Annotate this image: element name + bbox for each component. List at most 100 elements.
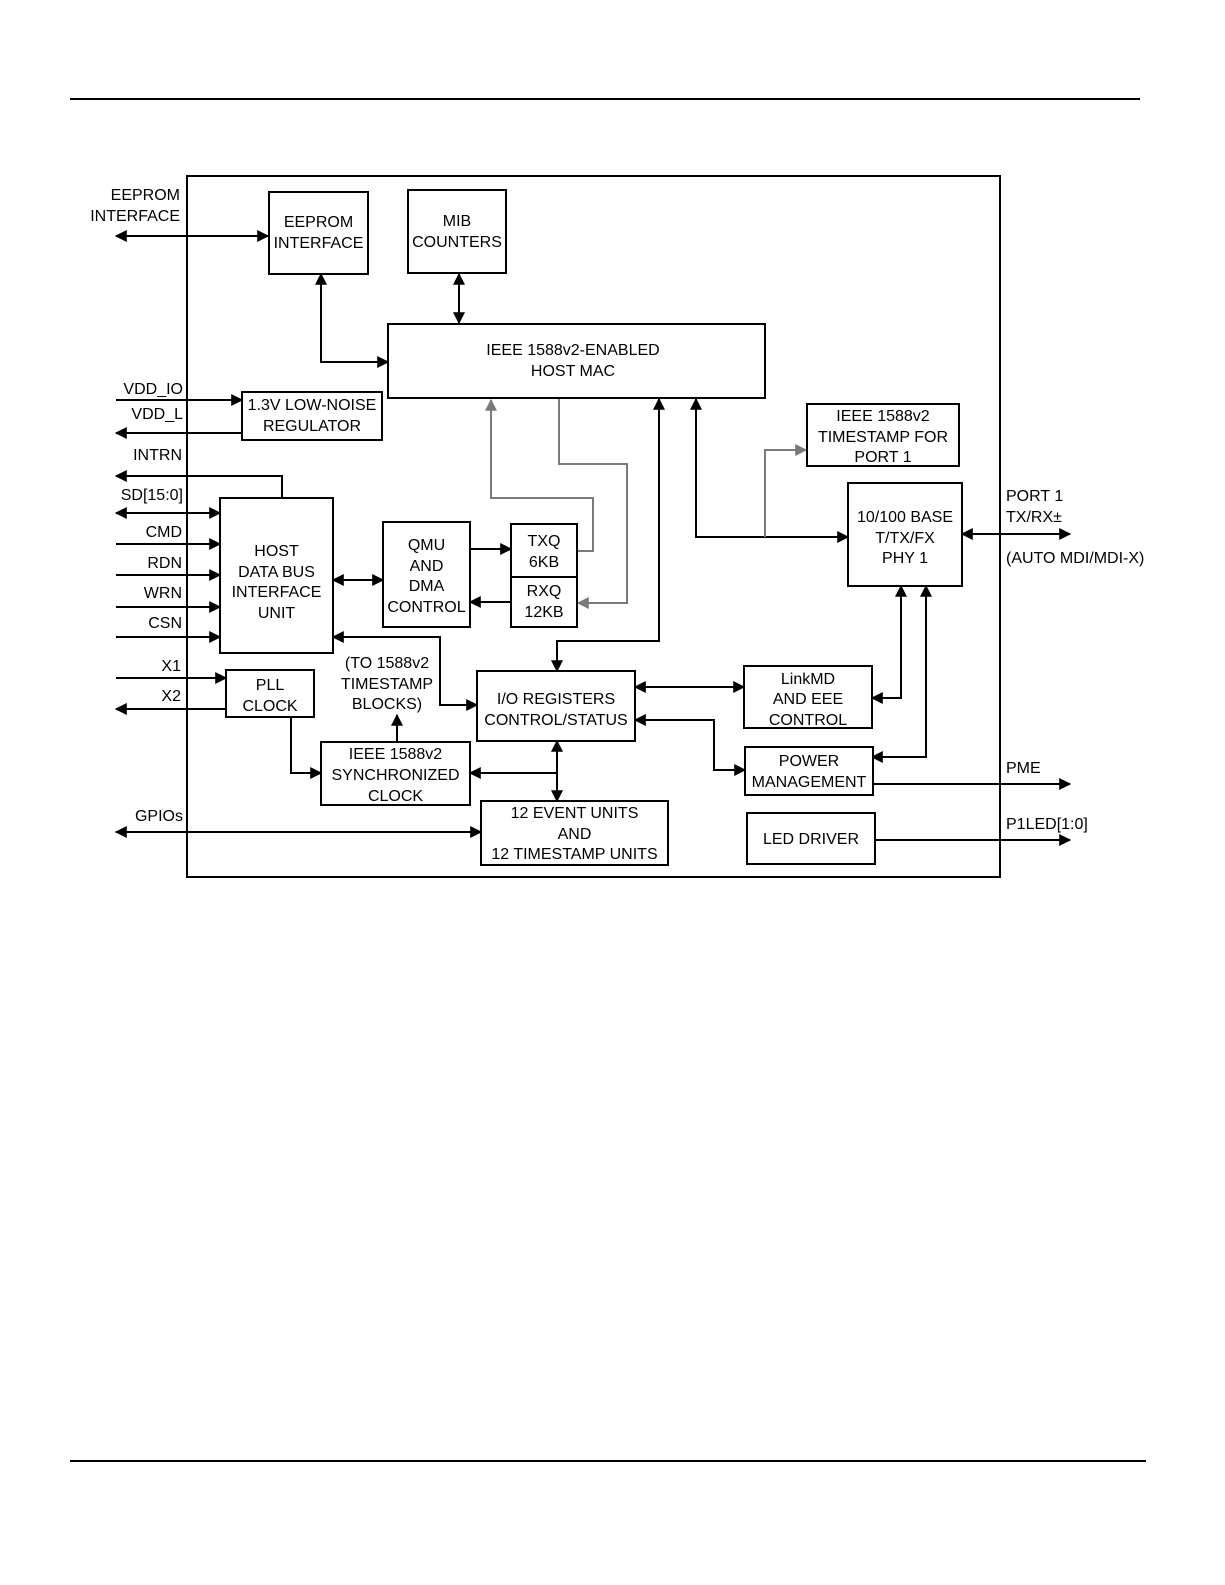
io-registers-block: I/O REGISTERS CONTROL/STATUS — [476, 670, 636, 742]
power-label-1: POWER — [779, 753, 839, 770]
txq-label-1: TXQ — [528, 533, 561, 550]
annotation-line-3: BLOCKS) — [352, 696, 422, 713]
power-label-2: MANAGEMENT — [752, 774, 867, 791]
annotation-line-2: TIMESTAMP — [341, 676, 433, 693]
gray-connectors — [485, 398, 808, 609]
eeprom-mac-arrow — [315, 272, 390, 368]
phy-linkmd-arrow — [870, 584, 907, 704]
qmu-label-4: CONTROL — [387, 599, 465, 616]
io-label-2: CONTROL/STATUS — [484, 712, 627, 729]
mib-counters-block: MIB COUNTERS — [407, 189, 507, 274]
mac-rxq-gray-arrow — [558, 398, 628, 609]
pin-p1led: P1LED[1:0] — [1006, 816, 1088, 833]
txq-block: TXQ 6KB — [510, 523, 578, 578]
sync-label-3: CLOCK — [368, 788, 423, 805]
power-management-block: POWER MANAGEMENT — [744, 746, 874, 796]
host-mac-block: IEEE 1588v2-ENABLED HOST MAC — [387, 323, 766, 399]
host-mac-label-1: IEEE 1588v2-ENABLED — [486, 342, 659, 359]
pin-port1-label-1: PORT 1 — [1006, 488, 1063, 505]
qmu-label-1: QMU — [408, 537, 445, 554]
pin-vdd-io: VDD_IO — [123, 381, 183, 398]
phy-timestamp-gray-arrow — [764, 444, 808, 537]
timestamp-port-block: IEEE 1588v2 TIMESTAMP FOR PORT 1 — [806, 403, 960, 467]
annotation-line-1: (TO 1588v2 — [345, 655, 429, 672]
mib-label-2: COUNTERS — [412, 234, 502, 251]
pin-eeprom-label-2: INTERFACE — [90, 208, 180, 225]
sync-label-1: IEEE 1588v2 — [349, 746, 443, 763]
ts-port-label-3: PORT 1 — [854, 449, 911, 466]
ts-port-label-2: TIMESTAMP FOR — [818, 429, 948, 446]
pll-label-1: PLL — [256, 677, 285, 694]
linkmd-label-2: AND EEE — [773, 691, 843, 708]
timestamp-annotation: (TO 1588v2 TIMESTAMP BLOCKS) — [341, 655, 433, 713]
pin-wrn: WRN — [144, 585, 182, 602]
event-units-block: 12 EVENT UNITS AND 12 TIMESTAMP UNITS — [480, 800, 669, 866]
linkmd-block: LinkMD AND EEE CONTROL — [743, 665, 873, 729]
connectors — [114, 230, 1072, 846]
rxq-block: RXQ 12KB — [510, 576, 578, 628]
phy-label-3: PHY 1 — [882, 550, 928, 567]
sync-clock-block: IEEE 1588v2 SYNCHRONIZED CLOCK — [320, 741, 471, 806]
hostbus-io-arrow — [331, 631, 479, 711]
pin-pme: PME — [1006, 760, 1041, 777]
led-driver-block: LED DRIVER — [746, 812, 876, 865]
host-bus-label-1: HOST — [254, 543, 299, 560]
io-power-arrow — [633, 714, 747, 776]
txq-mac-gray-arrow — [485, 398, 594, 552]
intrn-arrow — [114, 470, 283, 498]
phy-block: 10/100 BASE T/TX/FX PHY 1 — [847, 482, 963, 587]
pin-gpios: GPIOs — [135, 808, 183, 825]
footer-rule — [70, 1460, 1146, 1462]
pll-label-2: CLOCK — [242, 698, 297, 715]
host-mac-label-2: HOST MAC — [531, 363, 615, 380]
pin-cmd: CMD — [146, 524, 182, 541]
pin-sd: SD[15:0] — [121, 487, 183, 504]
regulator-label-1: 1.3V LOW-NOISE — [248, 397, 377, 414]
qmu-label-2: AND — [410, 558, 444, 575]
pin-port1-label-2: TX/RX± — [1006, 509, 1062, 526]
pin-x1: X1 — [161, 658, 181, 675]
regulator-label-2: REGULATOR — [263, 418, 361, 435]
eeprom-label-2: INTERFACE — [274, 235, 364, 252]
pin-auto-mdi: (AUTO MDI/MDI-X) — [1006, 550, 1144, 567]
io-label-1: I/O REGISTERS — [497, 691, 615, 708]
ts-port-label-1: IEEE 1588v2 — [836, 408, 930, 425]
pin-csn: CSN — [148, 615, 182, 632]
phy-power-arrow — [870, 584, 932, 763]
pin-x2: X2 — [161, 688, 181, 705]
host-bus-label-2: DATA BUS — [238, 564, 315, 581]
phy-label-1: 10/100 BASE — [857, 509, 953, 526]
host-bus-label-4: UNIT — [258, 605, 296, 622]
eeprom-block: EEPROM INTERFACE — [268, 191, 369, 275]
pin-intrn: INTRN — [133, 447, 182, 464]
host-bus-label-3: INTERFACE — [232, 584, 322, 601]
regulator-block: 1.3V LOW-NOISE REGULATOR — [241, 391, 383, 441]
chip-outline — [186, 175, 1001, 878]
phy-label-2: T/TX/FX — [875, 530, 935, 547]
header-rule — [70, 98, 1140, 100]
pin-vdd-l: VDD_L — [131, 406, 183, 423]
qmu-label-3: DMA — [409, 578, 445, 595]
mac-io-arrow — [551, 397, 665, 673]
pin-labels: EEPROM INTERFACE VDD_IO VDD_L INTRN SD[1… — [90, 187, 1144, 833]
events-label-3: 12 TIMESTAMP UNITS — [491, 846, 657, 863]
pin-eeprom-label-1: EEPROM — [111, 187, 180, 204]
linkmd-label-1: LinkMD — [781, 671, 835, 688]
events-label-1: 12 EVENT UNITS — [511, 805, 639, 822]
pll-sync-arrow — [290, 717, 323, 779]
mib-label-1: MIB — [443, 213, 471, 230]
linkmd-label-3: CONTROL — [769, 712, 847, 729]
mac-phy-arrow — [690, 397, 850, 543]
pll-clock-block: PLL CLOCK — [225, 669, 315, 718]
host-bus-block: HOST DATA BUS INTERFACE UNIT — [219, 497, 334, 654]
events-label-2: AND — [558, 826, 592, 843]
pin-rdn: RDN — [147, 555, 182, 572]
rxq-label-1: RXQ — [527, 583, 562, 600]
txq-label-2: 6KB — [529, 554, 559, 571]
sync-label-2: SYNCHRONIZED — [331, 767, 459, 784]
eeprom-label-1: EEPROM — [284, 214, 353, 231]
led-label: LED DRIVER — [763, 831, 859, 848]
qmu-block: QMU AND DMA CONTROL — [382, 521, 471, 628]
rxq-label-2: 12KB — [524, 604, 563, 621]
